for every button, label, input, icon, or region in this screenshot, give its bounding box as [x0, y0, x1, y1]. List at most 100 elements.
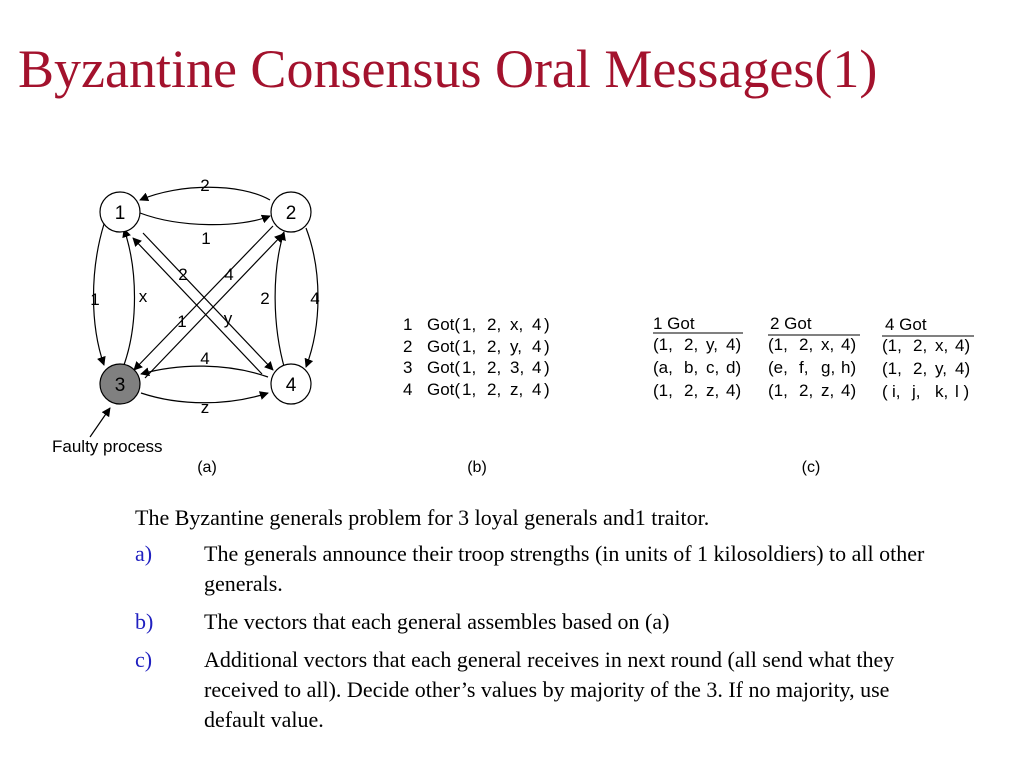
- svg-text:2,: 2,: [487, 337, 501, 356]
- caption-item-text: Additional vectors that each general rec…: [204, 647, 895, 732]
- svg-text:2,: 2,: [487, 315, 501, 334]
- list-marker: b): [135, 609, 154, 634]
- edge-1-to-4: [142, 232, 274, 371]
- svg-text:): ): [544, 380, 550, 399]
- caption-item-text: The vectors that each general assembles …: [204, 609, 670, 634]
- svg-text:4): 4): [726, 335, 741, 354]
- svg-text:3: 3: [403, 358, 412, 377]
- svg-text:4): 4): [841, 335, 856, 354]
- svg-text:4): 4): [726, 381, 741, 400]
- svg-text:(: (: [882, 382, 888, 401]
- edge-3-to-1: [122, 228, 136, 366]
- node-3-label: 3: [115, 375, 126, 396]
- svg-text:Got(: Got(: [427, 315, 460, 334]
- svg-text:j,: j,: [911, 382, 921, 401]
- caption-a: (a): [197, 459, 217, 476]
- node-4-label: 4: [286, 375, 297, 396]
- table-b: 1 Got( 1, 2, x, 4 ) 2 Got( 1, 2, y, 4 ) …: [403, 315, 550, 399]
- svg-text:(1,: (1,: [768, 335, 788, 354]
- svg-text:4): 4): [841, 381, 856, 400]
- edge-label-right-inner: y: [224, 309, 233, 328]
- svg-text:1,: 1,: [462, 315, 476, 334]
- caption-item: c) Additional vectors that each general …: [135, 645, 935, 735]
- svg-text:h): h): [841, 358, 856, 377]
- table-c-row: (1, 2, x, 4): [768, 335, 856, 354]
- caption-item-text: The generals announce their troop streng…: [204, 541, 925, 596]
- edge-label-top: 2: [200, 176, 209, 195]
- node-4: [270, 363, 312, 405]
- node-2-label: 2: [286, 203, 297, 224]
- table-c-column: 4 Got (1, 2, x, 4) (1, 2, y, 4) ( i, j, …: [882, 315, 974, 401]
- edge-label-left-inner: x: [139, 287, 148, 306]
- table-c-column: 2 Got (1, 2, x, 4) (e, f, g, h) (1, 2, z…: [768, 314, 860, 400]
- graph-nodes: 1 2 3 4: [99, 191, 312, 405]
- slide-title: Byzantine Consensus Oral Messages(1): [18, 39, 878, 99]
- caption-c: (c): [802, 459, 821, 476]
- edge-4-to-3: [140, 365, 269, 378]
- edge-labels: 2 1 2 4 1 x 2 4 1 y 4 z: [90, 176, 319, 417]
- caption-item: a) The generals announce their troop str…: [135, 539, 935, 599]
- table-c-row: (1, 2, z, 4): [653, 381, 741, 400]
- svg-text:2,: 2,: [487, 358, 501, 377]
- column-header: 4 Got: [885, 315, 927, 334]
- caption-list: a) The generals announce their troop str…: [135, 539, 935, 735]
- svg-text:): ): [544, 337, 550, 356]
- edge-label-right-outer: 4: [310, 289, 319, 308]
- svg-text:z,: z,: [706, 381, 719, 400]
- svg-text:4: 4: [532, 337, 541, 356]
- edge-4-to-2: [274, 231, 286, 371]
- svg-text:Got(: Got(: [427, 358, 460, 377]
- svg-text:(e,: (e,: [768, 358, 788, 377]
- edge-1-to-3: [92, 223, 106, 366]
- table-c-row: (a, b, c, d): [653, 358, 741, 377]
- svg-text:f,: f,: [799, 358, 808, 377]
- svg-text:): ): [544, 358, 550, 377]
- svg-text:x,: x,: [821, 335, 834, 354]
- edge-2-to-3: [133, 225, 274, 371]
- list-marker: a): [135, 541, 153, 566]
- svg-text:2,: 2,: [913, 336, 927, 355]
- edge-2-to-4: [304, 227, 319, 368]
- svg-text:l ): l ): [955, 382, 969, 401]
- faulty-pointer-arrow: [89, 407, 111, 438]
- figure: 1 2 3 4 2 1 2 4 1 x 2 4 1 y 4 z Faulty p…: [52, 176, 974, 476]
- table-b-row: 1 Got( 1, 2, x, 4 ): [403, 315, 550, 334]
- svg-text:1,: 1,: [462, 380, 476, 399]
- svg-text:2,: 2,: [913, 359, 927, 378]
- svg-text:y,: y,: [510, 337, 522, 356]
- svg-text:b,: b,: [684, 358, 698, 377]
- svg-text:y,: y,: [706, 335, 718, 354]
- svg-text:4: 4: [532, 358, 541, 377]
- node-1-label: 1: [115, 203, 126, 224]
- caption-b: (b): [467, 459, 487, 476]
- table-b-row: 2 Got( 1, 2, y, 4 ): [403, 337, 550, 356]
- edge-2-to-1: [139, 186, 271, 201]
- svg-text:y,: y,: [935, 359, 947, 378]
- column-header: 2 Got: [770, 314, 812, 333]
- svg-text:2,: 2,: [799, 381, 813, 400]
- edge-label-cross-right-b: 2: [260, 289, 269, 308]
- caption-intro: The Byzantine generals problem for 3 loy…: [135, 505, 710, 530]
- svg-text:c,: c,: [706, 358, 719, 377]
- edge-label-cross-upper-mid: 1: [201, 229, 210, 248]
- svg-text:(1,: (1,: [653, 381, 673, 400]
- svg-text:4): 4): [955, 336, 970, 355]
- edge-1-to-2: [139, 212, 271, 226]
- svg-text:2,: 2,: [487, 380, 501, 399]
- table-c: 1 Got (1, 2, y, 4) (a, b, c, d) (1, 2, z…: [653, 314, 974, 401]
- svg-text:1: 1: [403, 315, 412, 334]
- edge-3-to-4: [140, 391, 269, 404]
- faulty-process-label: Faulty process: [52, 437, 163, 456]
- svg-text:2: 2: [403, 337, 412, 356]
- caption-item: b) The vectors that each general assembl…: [135, 607, 935, 637]
- svg-text:1,: 1,: [462, 337, 476, 356]
- svg-text:): ): [544, 315, 550, 334]
- edge-label-cross-left-a: 2: [178, 265, 187, 284]
- svg-text:z,: z,: [510, 380, 523, 399]
- svg-text:Got(: Got(: [427, 337, 460, 356]
- table-c-column: 1 Got (1, 2, y, 4) (a, b, c, d) (1, 2, z…: [653, 314, 743, 400]
- svg-text:4): 4): [955, 359, 970, 378]
- graph-edges: [92, 186, 319, 404]
- table-c-row: (e, f, g, h): [768, 358, 856, 377]
- table-b-row: 3 Got( 1, 2, 3, 4 ): [403, 358, 550, 377]
